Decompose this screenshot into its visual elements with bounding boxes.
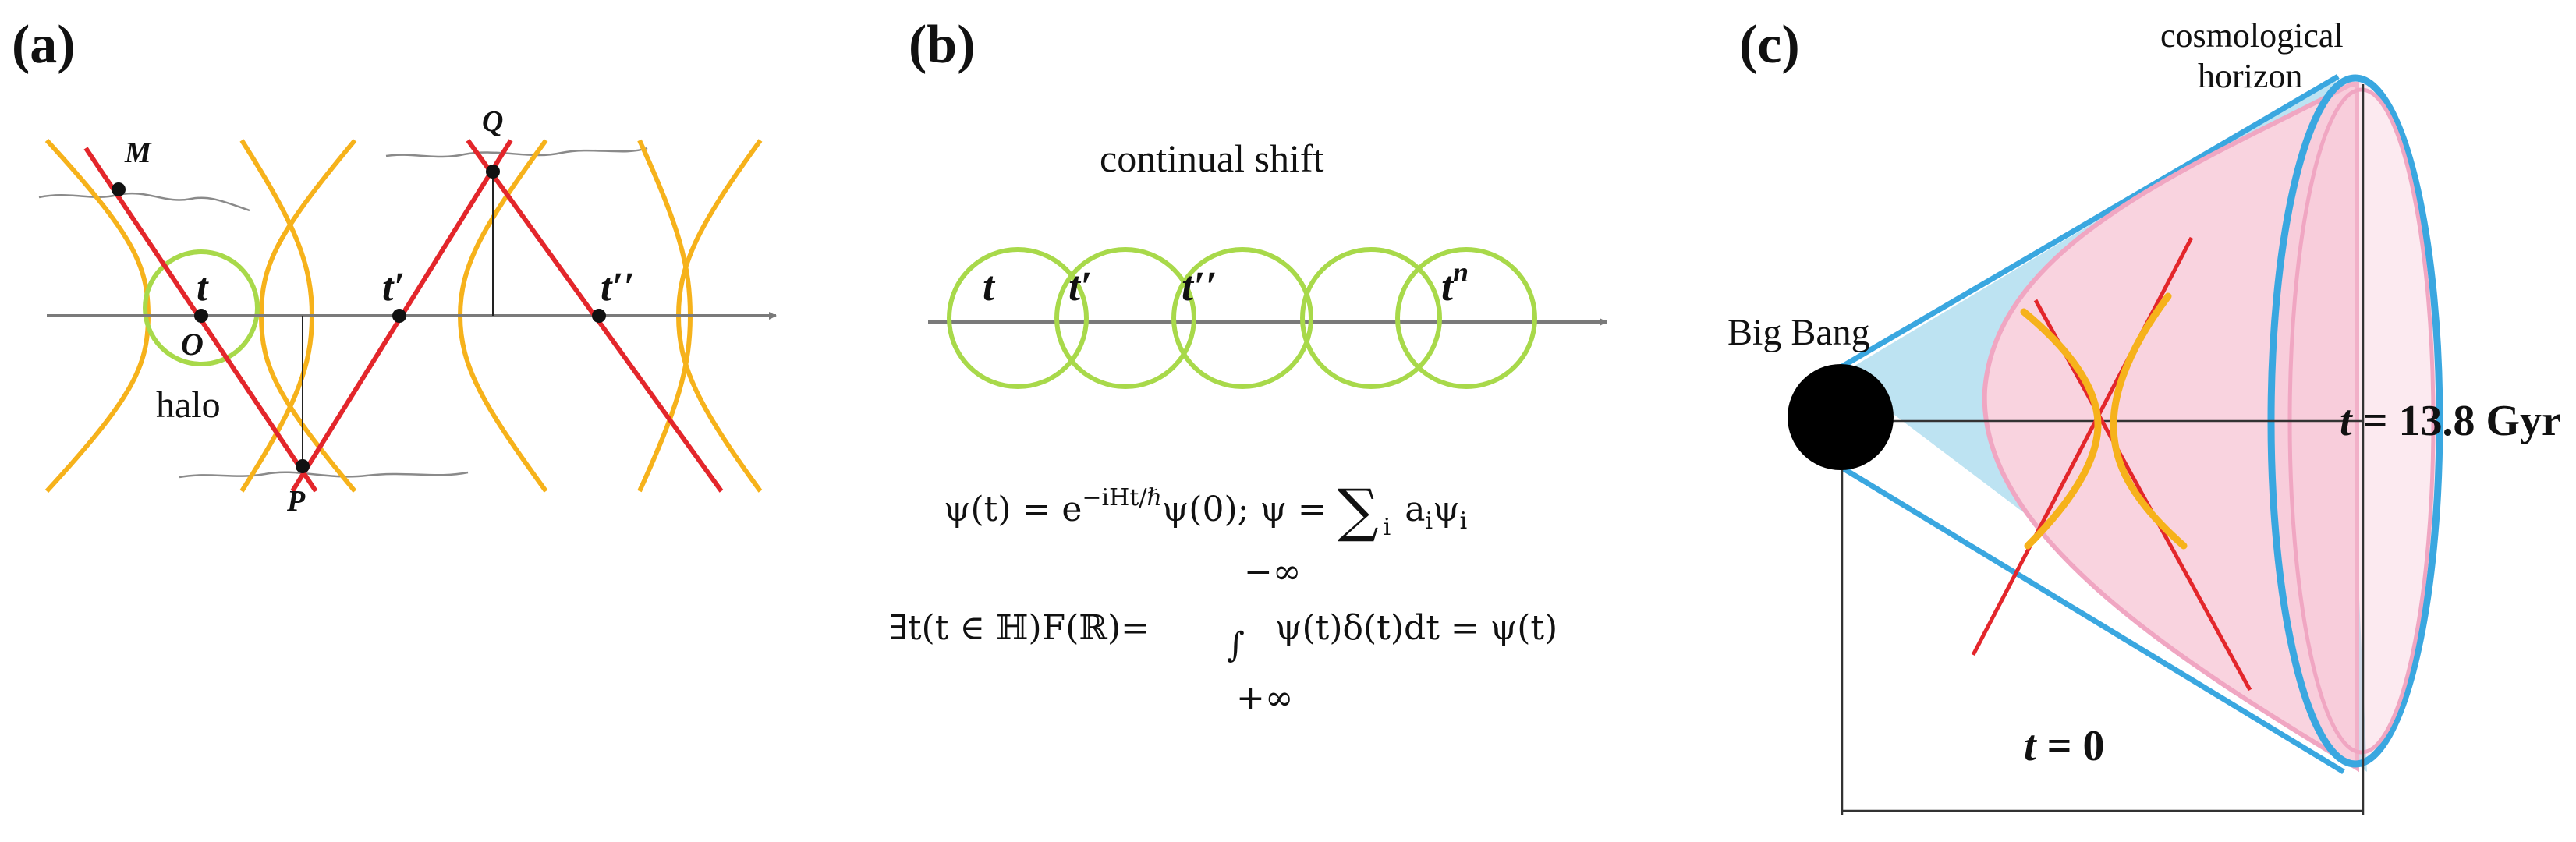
shift-circle <box>1054 247 1196 389</box>
light-line-c <box>1971 236 2194 656</box>
cone-edge-bottom <box>1841 465 2345 774</box>
label-t-now-var: t <box>2340 397 2353 445</box>
point-o <box>194 309 208 323</box>
panel-a: (a) <box>12 15 777 518</box>
label-horizon-line2: horizon <box>2198 57 2302 95</box>
equation-2-right: ψ(t)δ(t)dt = ψ(t) <box>1275 608 1557 648</box>
wiggle-p <box>179 471 469 479</box>
point-t1 <box>392 309 406 323</box>
panel-a-label: (a) <box>12 15 76 75</box>
label-b-tn-sup: n <box>1453 256 1469 288</box>
shift-circles <box>947 247 1537 389</box>
eq1-term2-sub: i <box>1460 508 1468 535</box>
eq1-exp: −iHt/ℏ <box>1082 484 1161 511</box>
hyperbola-c-left <box>2020 308 2102 550</box>
eq1-mid: ψ(0); ψ = <box>1162 490 1338 529</box>
label-t-zero-var: t <box>2024 722 2037 770</box>
point-m <box>112 182 126 196</box>
panel-c-label: (c) <box>1739 15 1800 75</box>
label-b-tn: tn <box>1441 256 1469 310</box>
label-horizon-line1: cosmological <box>2160 16 2344 55</box>
wiggle-m <box>38 192 250 212</box>
label-b-t1: t′ <box>1068 263 1092 310</box>
label-t1: t′ <box>382 265 405 310</box>
equation-2-integral: ∫ <box>1227 625 1245 665</box>
big-bang-dot <box>1788 364 1894 470</box>
eq1-sum: ∑ <box>1338 477 1379 544</box>
points-a <box>112 165 606 473</box>
label-b-t2: t′′ <box>1182 263 1217 310</box>
hyperbolas-c <box>2020 292 2188 550</box>
label-b-t: t <box>983 263 996 310</box>
shift-circle <box>1300 247 1442 389</box>
panel-c: (c) cosmological horizon Big Bang <box>1727 15 2561 815</box>
panel-b-label: (b) <box>909 15 976 75</box>
label-q: Q <box>482 105 503 138</box>
equation-2-left: ∃t(t ∈ ℍ)F(ℝ)= <box>889 608 1150 648</box>
label-big-bang: Big Bang <box>1727 312 1870 353</box>
label-t-zero: t = 0 <box>2024 722 2104 770</box>
eq1-sub: i <box>1384 514 1391 541</box>
point-q <box>486 165 500 179</box>
label-halo: halo <box>156 384 221 426</box>
title-continual-shift: continual shift <box>1100 136 1324 180</box>
shift-circle <box>1395 247 1537 389</box>
equation-2-upper: −∞ <box>1244 552 1302 592</box>
eq1-term: a <box>1405 490 1425 529</box>
eq1-left: ψ(t) = e <box>944 490 1082 529</box>
label-t-now: t = 13.8 Gyr <box>2340 397 2561 445</box>
eq1-term2: ψ <box>1433 490 1460 529</box>
halo-circle <box>143 249 260 366</box>
hyperbola-c-right <box>2110 292 2188 550</box>
point-p <box>296 459 310 473</box>
label-t-zero-val: = 0 <box>2036 722 2105 770</box>
label-t: t <box>197 265 209 310</box>
panel-b: (b) continual shift t t′ t′′ tn ψ(t) = e… <box>889 15 1607 718</box>
label-p: P <box>286 485 306 518</box>
label-t2: t′′ <box>601 265 635 310</box>
point-t2 <box>592 309 606 323</box>
label-t-now-val: = 13.8 Gyr <box>2352 397 2561 445</box>
eq1-term-sub: i <box>1425 508 1433 535</box>
label-m: M <box>124 136 152 169</box>
label-o: O <box>181 327 204 362</box>
label-b-tn-base: t <box>1441 263 1455 310</box>
shift-circle <box>1171 247 1313 389</box>
equation-2-lower: +∞ <box>1236 678 1294 718</box>
cone-edge-top <box>1841 73 2340 370</box>
hyperboloid <box>1982 82 2359 773</box>
shift-circle <box>947 247 1089 389</box>
wiggle-q <box>385 147 648 158</box>
